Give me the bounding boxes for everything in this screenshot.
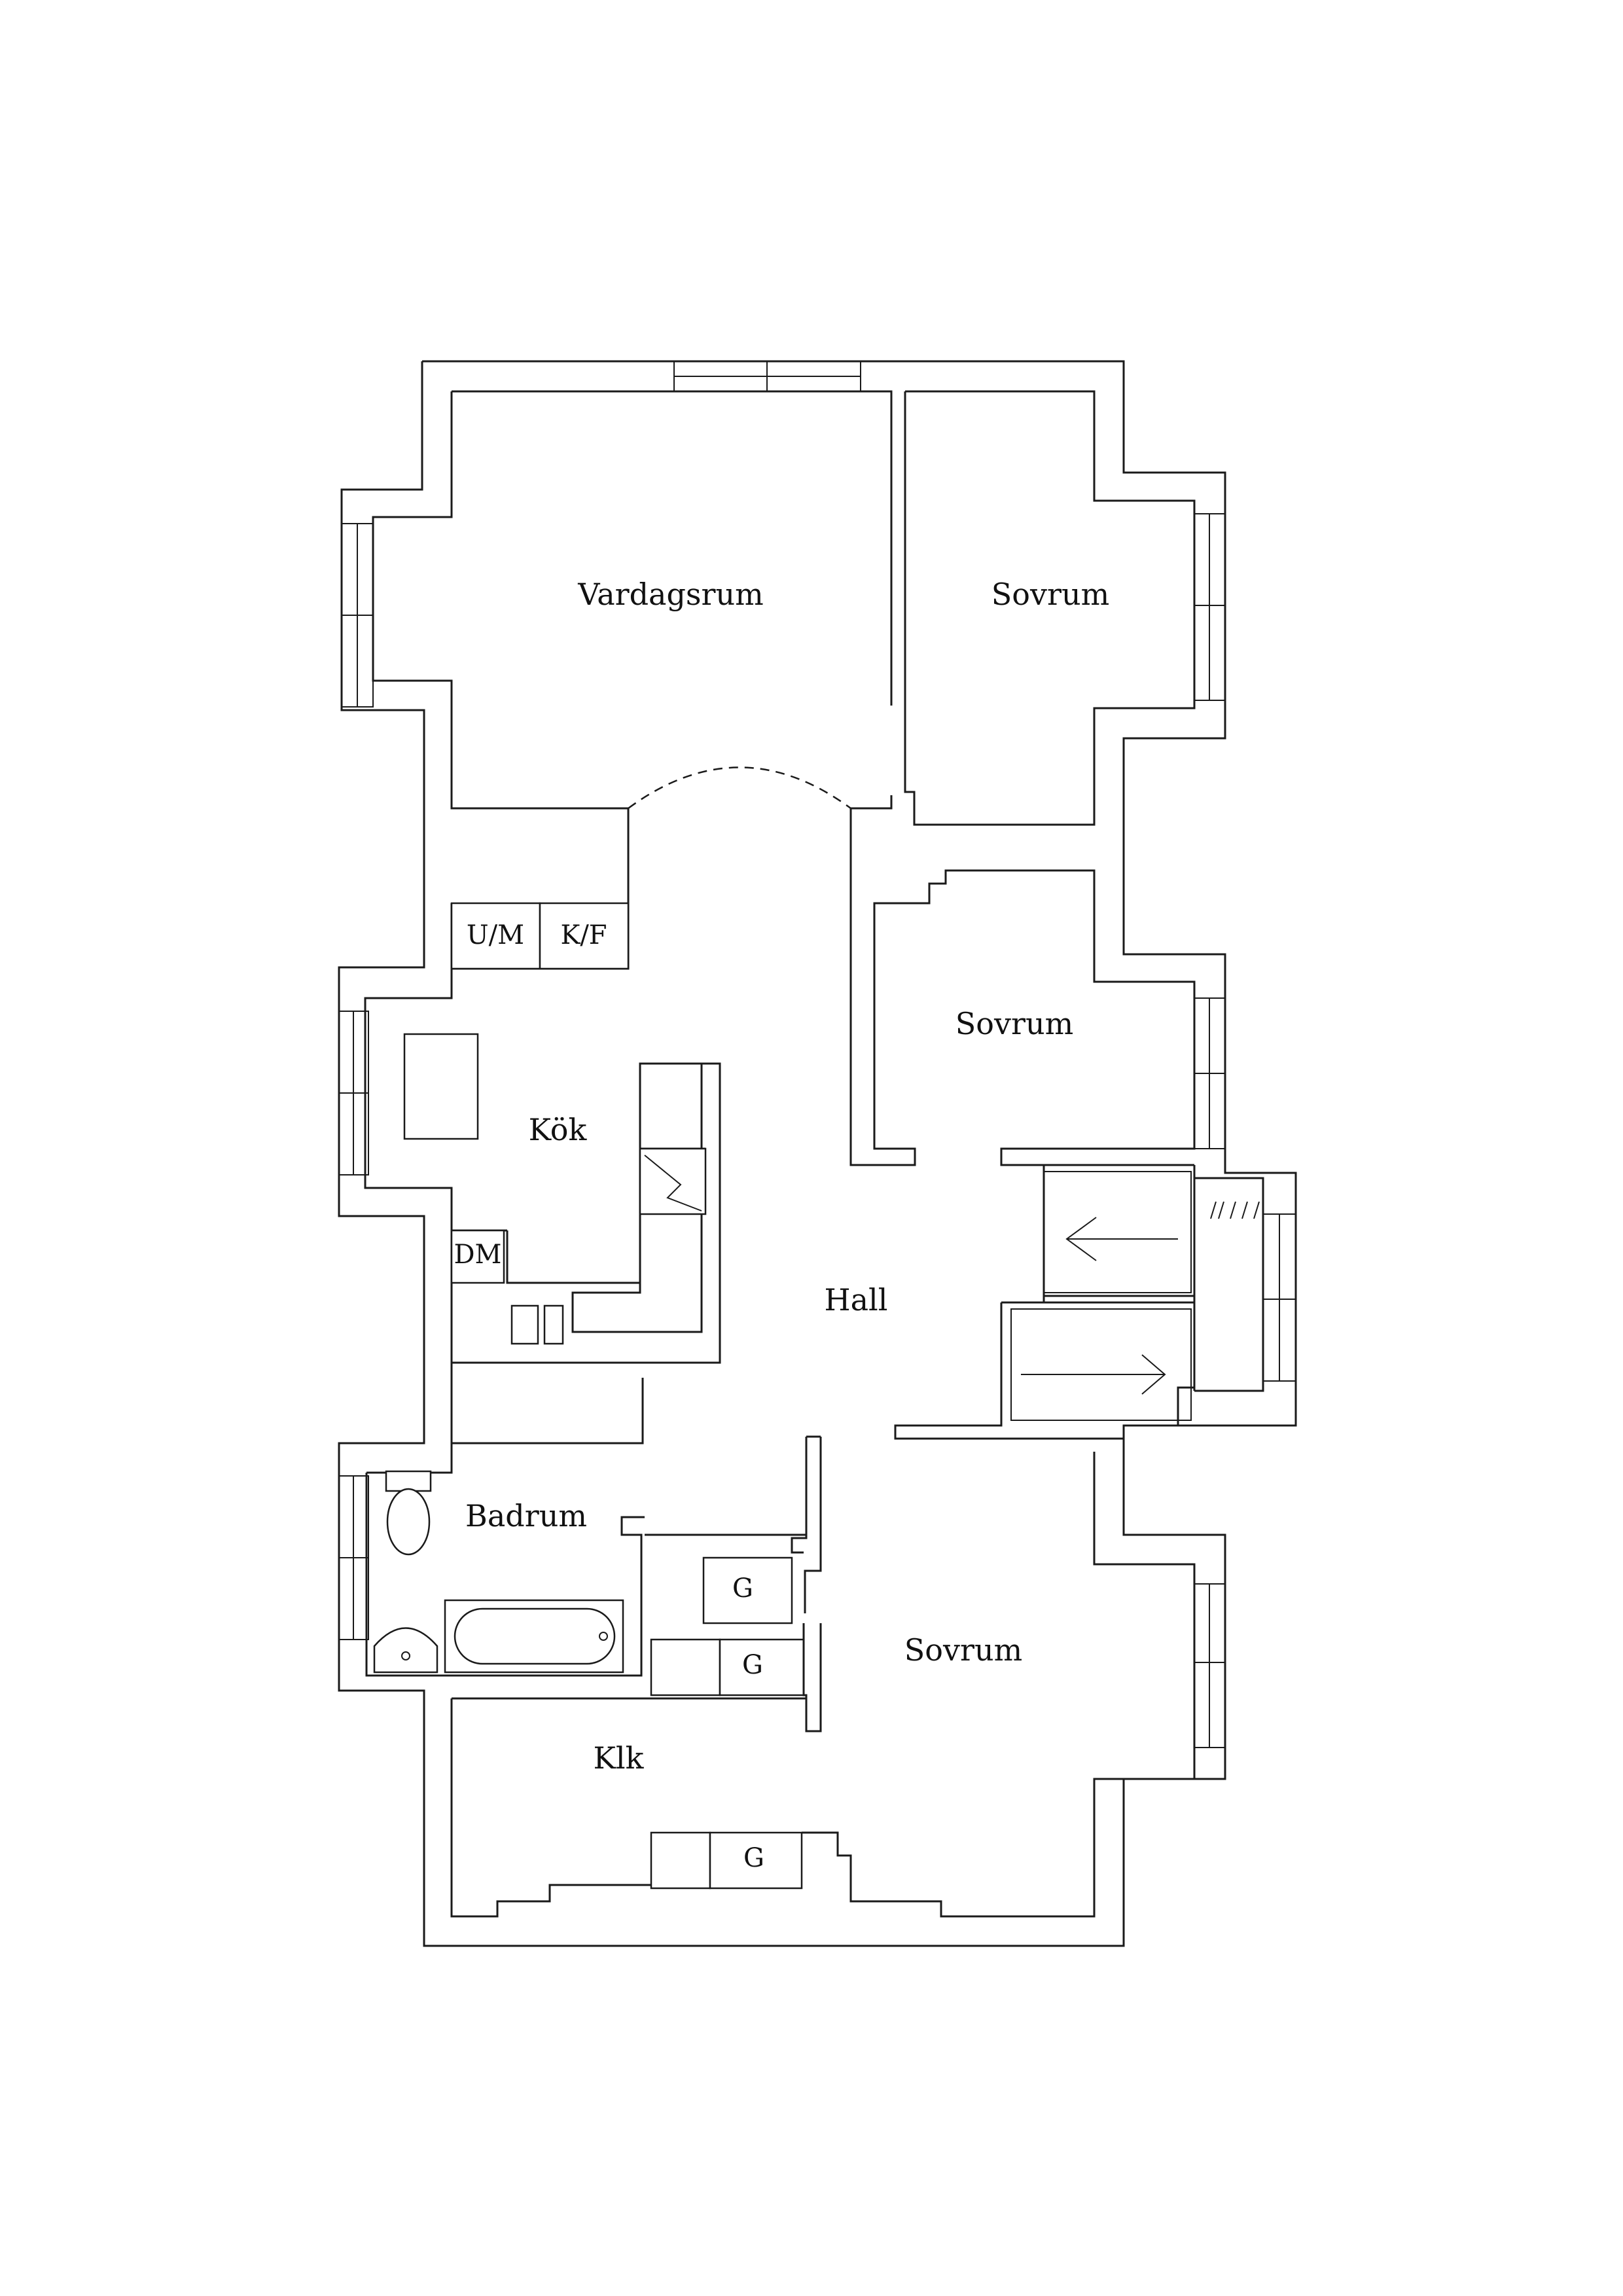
room-label-sovrum-middle: Sovrum <box>955 1006 1073 1041</box>
fixture-label-g-3: G <box>743 1843 764 1873</box>
g-wardrobe-2 <box>719 1638 805 1696</box>
room-label-badrum: Badrum <box>465 1498 587 1534</box>
fixture-labels: U/M K/F DM G G G <box>454 920 764 1873</box>
lower-walls <box>450 1437 1196 1918</box>
room-label-klk: Klk <box>594 1740 645 1776</box>
sink-basin-left <box>510 1304 539 1345</box>
toilet-icon <box>385 1470 432 1556</box>
windows <box>338 361 1296 1748</box>
g-wardrobe-1 <box>702 1556 793 1624</box>
kitchen-fixtures <box>403 902 707 1345</box>
um-cabinet <box>450 902 541 970</box>
room-label-vardagsrum: Vardagsrum <box>577 577 764 612</box>
kf-cabinet <box>539 902 630 970</box>
fixture-label-g-2: G <box>742 1650 763 1680</box>
outer-walls <box>338 360 1297 1947</box>
stove-icon <box>639 1147 707 1215</box>
arrow-left-icon <box>1065 1217 1178 1261</box>
fixture-label-dm: DM <box>454 1240 501 1270</box>
hall-walls <box>849 808 1264 1440</box>
dm-cabinet <box>450 1229 505 1284</box>
room-label-hall: Hall <box>825 1282 888 1318</box>
fixture-label-g-1: G <box>732 1573 753 1604</box>
g-wardrobe-3 <box>709 1831 803 1890</box>
room-label-sovrum-top: Sovrum <box>991 577 1109 612</box>
sink-basin-right <box>543 1304 564 1345</box>
arch-opening <box>628 766 851 810</box>
g-wardrobe-3-left <box>650 1831 711 1890</box>
fixture-label-kf: K/F <box>560 920 607 950</box>
fixture-label-um: U/M <box>467 920 524 950</box>
bathroom-fixtures <box>373 1470 624 1674</box>
bathtub-icon <box>444 1599 624 1674</box>
g-wardrobe-2-left <box>650 1638 721 1696</box>
room-label-sovrum-bottom: Sovrum <box>904 1632 1022 1668</box>
room-label-kok: Kök <box>529 1112 588 1147</box>
wardrobe <box>1010 1171 1260 1421</box>
radiator-marks <box>1210 1201 1260 1219</box>
arrow-right-icon <box>1021 1354 1166 1395</box>
sink-icon <box>373 1627 438 1674</box>
kitchen-table <box>403 1033 479 1140</box>
room-labels: Vardagsrum Sovrum Sovrum Kök Hall Badrum… <box>465 577 1109 1776</box>
